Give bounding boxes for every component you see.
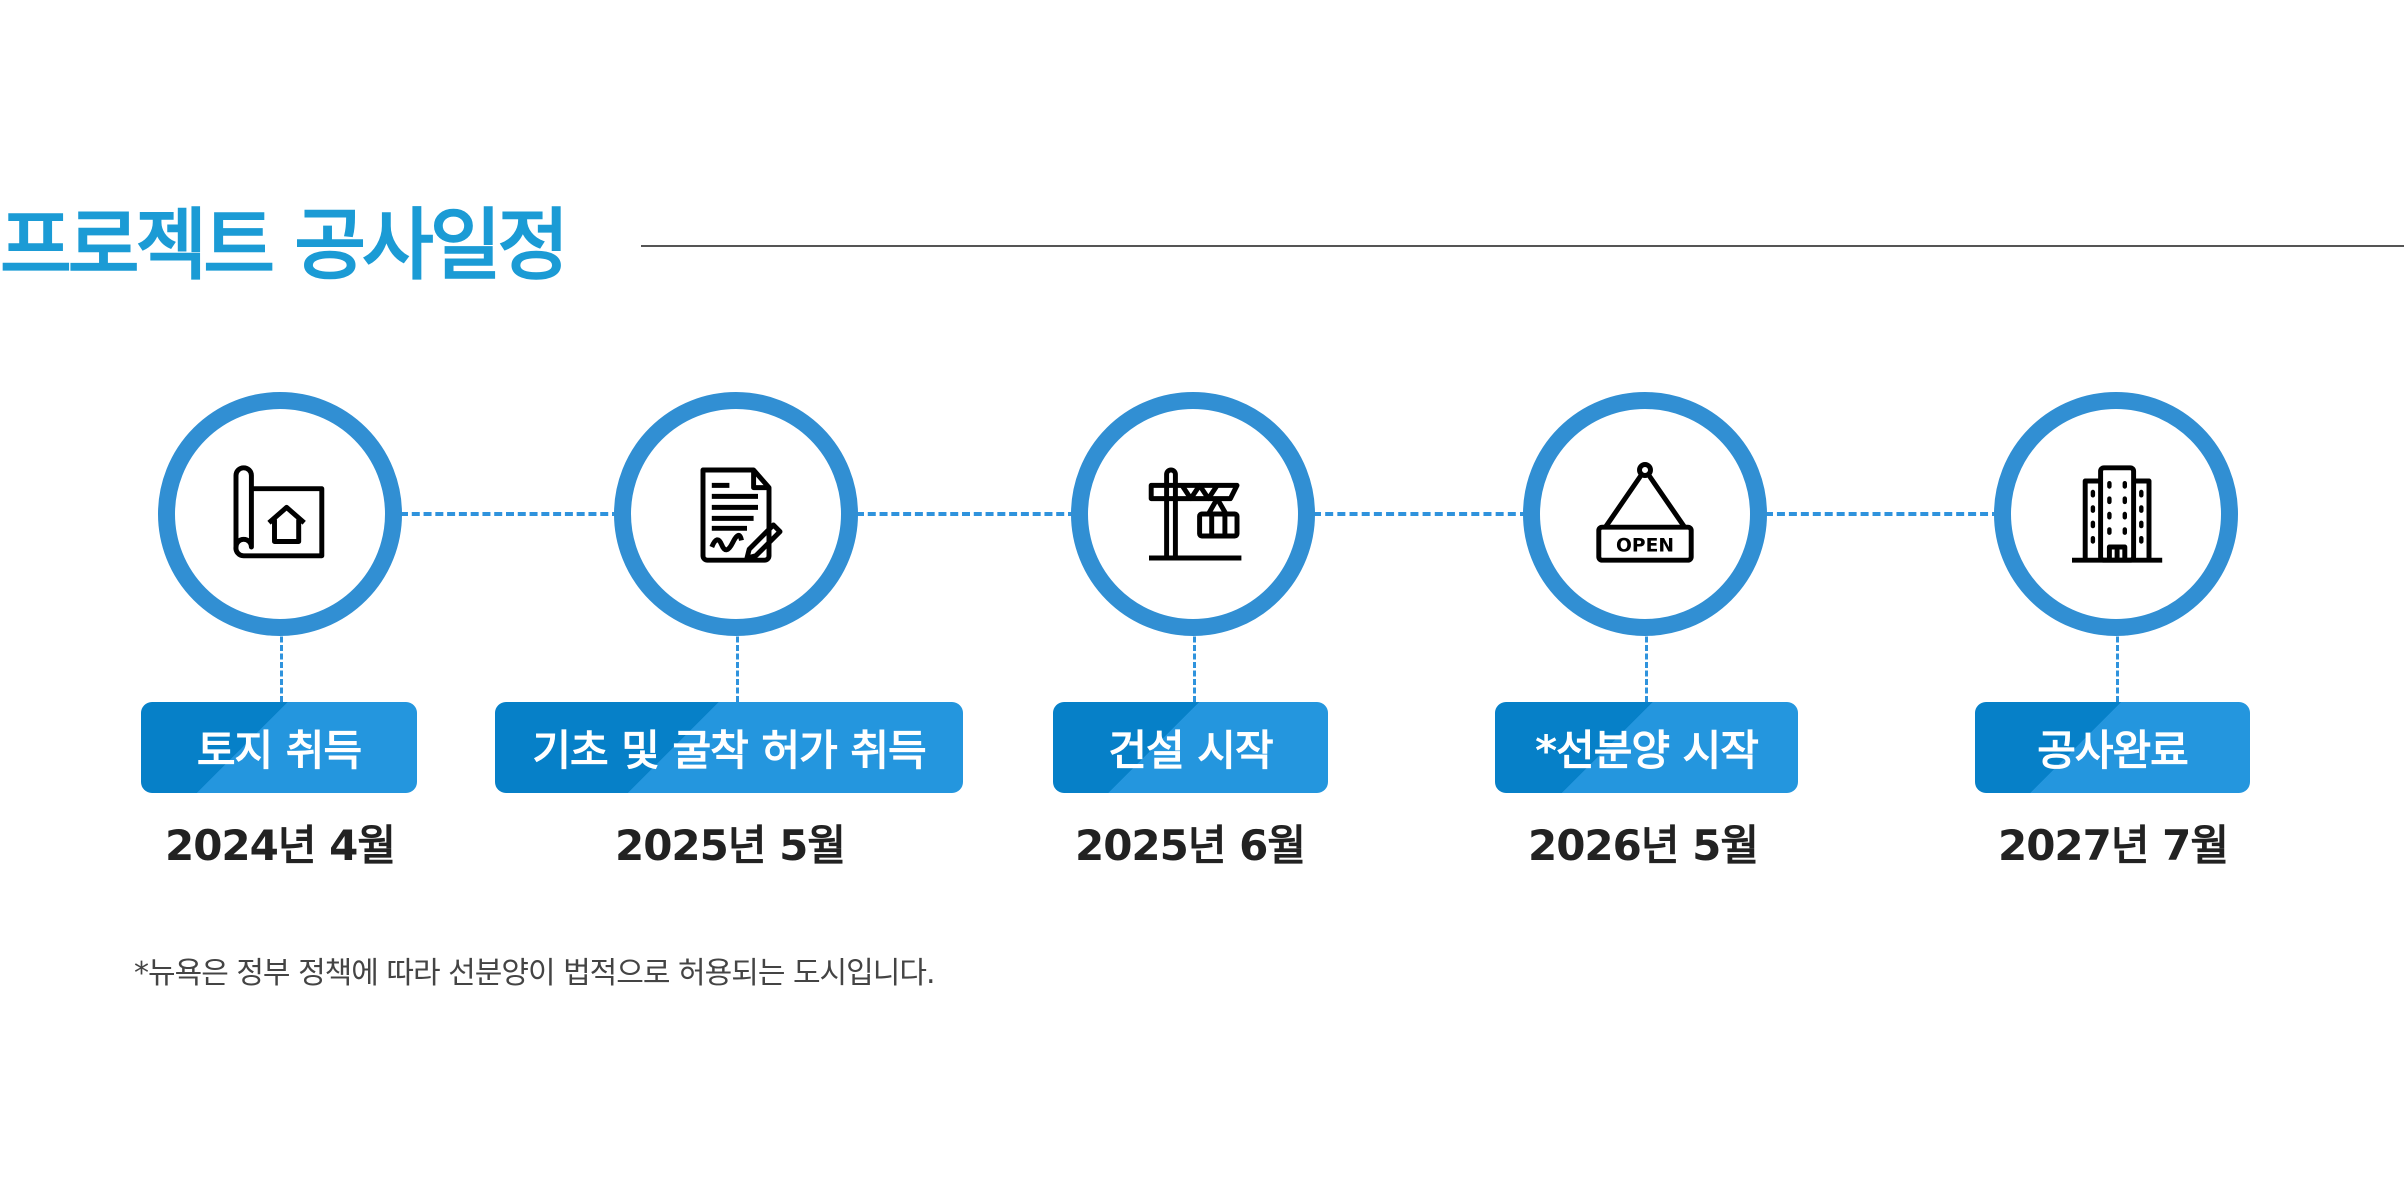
milestone-date: 2025년 5월 xyxy=(614,821,846,870)
timeline-connector xyxy=(1765,512,2000,516)
milestone-stem xyxy=(2116,628,2119,702)
crane-icon xyxy=(1148,467,1242,561)
milestone-stem xyxy=(280,628,283,702)
milestone-stem xyxy=(736,628,739,702)
milestone-circle-permit xyxy=(614,392,858,636)
timeline-connector xyxy=(1313,512,1528,516)
timeline-connector xyxy=(856,512,1076,516)
milestone-label: *선분양 시작 xyxy=(1495,702,1798,793)
milestone-circle-construction xyxy=(1071,392,1315,636)
milestone-circle-presale: OPEN xyxy=(1523,392,1767,636)
milestone-label: 공사완료 xyxy=(1975,702,2250,793)
open-sign-text: OPEN xyxy=(1616,535,1674,556)
milestone-stem xyxy=(1645,628,1648,702)
milestone-circle-completion xyxy=(1994,392,2238,636)
title-divider xyxy=(641,245,2404,247)
open-sign-icon: OPEN xyxy=(1596,462,1694,563)
footnote: *뉴욕은 정부 정책에 따라 선분양이 법적으로 허용되는 도시입니다. xyxy=(134,956,935,991)
milestone-circle-land xyxy=(158,392,402,636)
timeline-connector xyxy=(400,512,620,516)
milestone-date: 2025년 6월 xyxy=(1074,821,1306,870)
milestone-date: 2027년 7월 xyxy=(1997,821,2229,870)
milestone-stem xyxy=(1193,628,1196,702)
milestone-date: 2024년 4월 xyxy=(164,821,396,870)
milestone-label: 토지 취득 xyxy=(141,702,417,793)
blueprint-house-icon xyxy=(233,465,325,559)
milestone-label: 건설 시작 xyxy=(1053,702,1328,793)
signed-document-icon xyxy=(700,467,783,563)
page-title: 프로젝트 공사일정 xyxy=(0,201,569,291)
milestone-date: 2026년 5월 xyxy=(1527,821,1759,870)
milestone-label: 기초 및 굴착 허가 취득 xyxy=(495,702,963,793)
building-icon xyxy=(2072,465,2163,563)
